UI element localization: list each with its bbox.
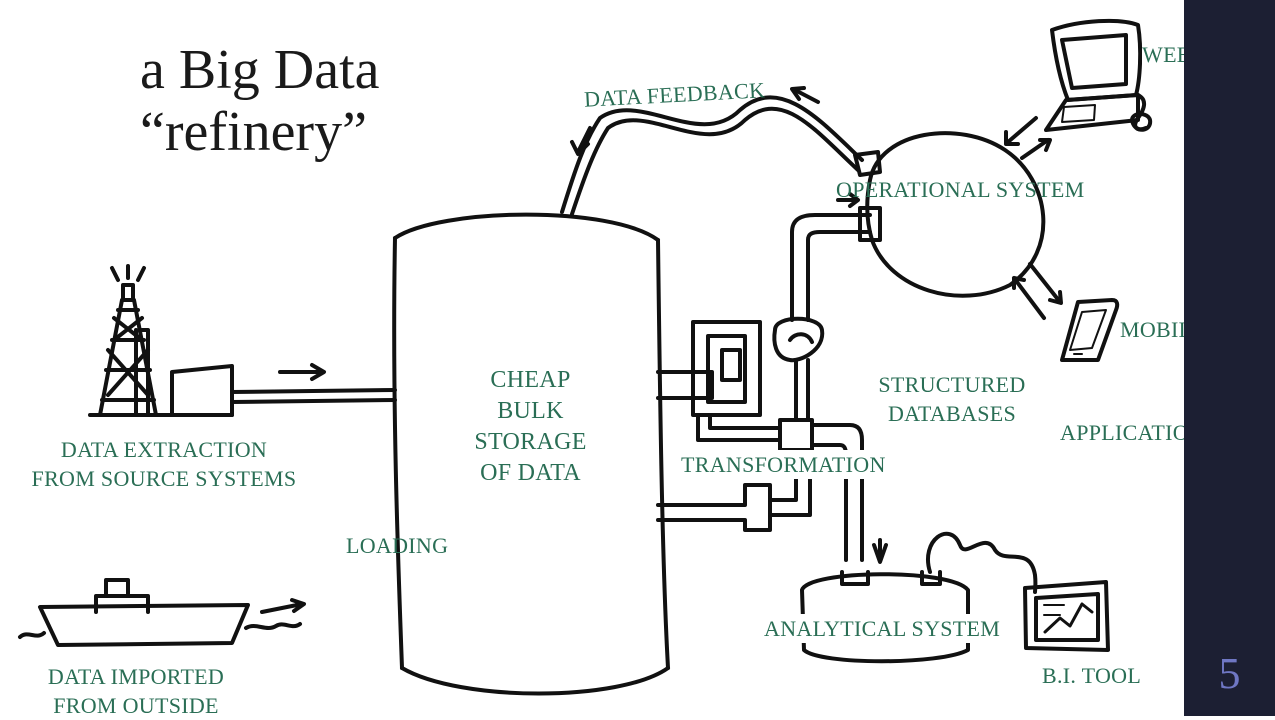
label-extraction-line1: DATA EXTRACTION bbox=[60, 437, 268, 462]
label-imported-line2: FROM OUTSIDE bbox=[53, 693, 219, 718]
feedback-pipe bbox=[560, 95, 882, 216]
page-number: 5 bbox=[1218, 649, 1241, 698]
slide-title-line1: a Big Data bbox=[140, 39, 380, 101]
transformation-plumbing bbox=[656, 316, 864, 562]
label-loading: LOADING bbox=[346, 533, 449, 558]
label-data-extraction: DATA EXTRACTION FROM SOURCE SYSTEMS bbox=[20, 435, 308, 493]
label-transformation: TRANSFORMATION bbox=[681, 450, 886, 479]
label-structured-line2: DATABASES bbox=[887, 401, 1017, 426]
label-structured-databases: STRUCTURED DATABASES bbox=[868, 370, 1036, 428]
mobile-phone-icon bbox=[1060, 298, 1120, 362]
feedback-arrow-down bbox=[576, 126, 592, 154]
label-extraction-line2: FROM SOURCE SYSTEMS bbox=[31, 466, 297, 491]
label-cheap-line2: BULK bbox=[497, 398, 564, 424]
extraction-pipe bbox=[230, 388, 397, 404]
mobile-arrow-in bbox=[1012, 276, 1046, 320]
mobile-arrow-out bbox=[1028, 262, 1063, 305]
oil-derrick-icon bbox=[88, 264, 234, 417]
label-analytical-system: ANALYTICAL SYSTEM bbox=[764, 614, 1001, 643]
feedback-arrowhead-down bbox=[570, 140, 590, 156]
label-imported-line1: DATA IMPORTED bbox=[47, 664, 225, 689]
label-operational-system: OPERATIONAL SYSTEM bbox=[836, 177, 1085, 202]
input-arrow bbox=[836, 192, 860, 208]
operational-system-sphere bbox=[865, 131, 1046, 298]
label-data-imported: DATA IMPORTED FROM OUTSIDE bbox=[26, 662, 246, 720]
laptop-icon bbox=[1044, 18, 1153, 132]
label-cheap-line1: CHEAP bbox=[490, 367, 571, 393]
bi-cable bbox=[926, 531, 1038, 594]
ship-icon bbox=[18, 578, 306, 647]
extraction-arrow bbox=[278, 363, 326, 381]
label-cheap-bulk-storage: CHEAP BULK STORAGE OF DATA bbox=[458, 365, 603, 489]
laptop-arrow-in bbox=[1004, 116, 1038, 146]
label-cheap-line4: OF DATA bbox=[480, 460, 581, 486]
label-bi-tool: B.I. TOOL bbox=[1042, 663, 1142, 688]
label-cheap-line3: STORAGE bbox=[474, 429, 587, 455]
laptop-arrow-out bbox=[1020, 138, 1052, 160]
bi-tool-monitor-icon bbox=[1023, 580, 1110, 652]
right-sidebar bbox=[1184, 0, 1275, 716]
slide-title-line2: “refinery” bbox=[140, 101, 367, 163]
feedback-arrowhead-left bbox=[790, 86, 806, 101]
ops-feed-pipe bbox=[790, 206, 882, 322]
feedback-arrow-left bbox=[793, 88, 820, 104]
refinery-drawing bbox=[18, 18, 1153, 696]
analytical-system-tank bbox=[800, 538, 970, 664]
storage-tank bbox=[392, 212, 670, 696]
label-structured-line1: STRUCTURED bbox=[878, 372, 1026, 397]
